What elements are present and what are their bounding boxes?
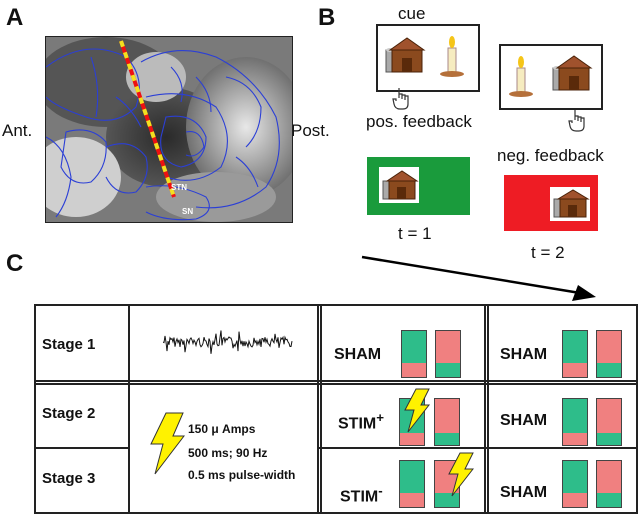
- choice-card: [499, 44, 603, 110]
- table-divider: [34, 383, 638, 385]
- hand-cursor-icon: [392, 88, 409, 110]
- mri-image: STN SN: [45, 36, 293, 223]
- anterior-label: Ant.: [2, 121, 33, 140]
- s1-right-bar-b: [596, 330, 622, 378]
- posterior-label: Post.: [291, 121, 330, 140]
- mri-atlas-overlay: [46, 37, 292, 222]
- barn-icon: [379, 167, 419, 203]
- cue-label: cue: [398, 4, 426, 23]
- table-divider: [320, 304, 322, 514]
- table-divider: [484, 304, 486, 514]
- lightning-bolt-icon: [404, 388, 431, 433]
- t2-label: t = 2: [531, 243, 565, 262]
- stimulation-table: [34, 304, 638, 514]
- stim-minus-label: STIM: [340, 488, 379, 506]
- barn-icon: [552, 55, 593, 91]
- positive-feedback-box: [367, 157, 470, 215]
- candle-icon: [440, 36, 464, 77]
- stim-minus-sign: -: [378, 483, 383, 498]
- candle-icon: [509, 56, 533, 97]
- sn-label: SN: [182, 207, 194, 216]
- panel-c-label: C: [6, 250, 24, 277]
- s1-left-bar-a: [401, 330, 427, 378]
- time-arrow: [361, 255, 596, 301]
- timing-param: 500 ms; 90 Hz: [188, 446, 268, 460]
- s2-left-bar-b: [434, 398, 460, 446]
- table-divider: [34, 447, 128, 449]
- lightning-bolt-icon: [150, 412, 186, 475]
- barn-icon: [385, 37, 426, 73]
- table-divider: [317, 304, 319, 514]
- choice-stimuli: [509, 55, 593, 97]
- s2-right-bar-b: [596, 398, 622, 446]
- s1-right-condition: SHAM: [500, 346, 548, 363]
- table-divider: [487, 304, 489, 514]
- t1-label: t = 1: [398, 224, 432, 243]
- s3-right-bar-b: [596, 460, 622, 508]
- amplitude-unit: μ Amps: [211, 422, 256, 436]
- lightning-bolt-icon: [448, 452, 474, 497]
- table-divider: [317, 447, 638, 449]
- neural-recording-trace: [163, 330, 293, 354]
- stn-label: STN: [171, 183, 187, 192]
- stim-plus-sign: +: [376, 410, 385, 425]
- s2-right-condition: SHAM: [500, 412, 548, 429]
- barn-icon: [550, 187, 590, 221]
- table-divider: [34, 380, 638, 382]
- panel-a-label: A: [6, 4, 24, 31]
- s3-right-condition: SHAM: [500, 484, 548, 501]
- hand-cursor-icon: [568, 110, 585, 132]
- s3-left-condition: STIM-: [340, 483, 383, 506]
- stage-3-label: Stage 3: [42, 470, 96, 487]
- amplitude-value: 150: [188, 422, 209, 436]
- s2-right-bar-a: [562, 398, 588, 446]
- cue-card: [376, 24, 480, 92]
- table-divider: [128, 304, 130, 514]
- panel-b-label: B: [318, 4, 336, 31]
- s2-left-condition: STIM+: [338, 410, 384, 433]
- neg-feedback-label: neg. feedback: [497, 146, 604, 165]
- stage-2-label: Stage 2: [42, 405, 96, 422]
- cue-stimuli: [385, 36, 464, 77]
- s1-left-bar-b: [435, 330, 461, 378]
- negative-feedback-box: [504, 175, 598, 231]
- pos-feedback-label: pos. feedback: [366, 112, 472, 131]
- pulse-param: 0.5 ms pulse-width: [188, 468, 296, 482]
- s1-left-condition: SHAM: [334, 346, 382, 363]
- s3-right-bar-a: [562, 460, 588, 508]
- amplitude-param: 150 μ Amps: [188, 422, 255, 436]
- s1-right-bar-a: [562, 330, 588, 378]
- stage-1-label: Stage 1: [42, 336, 96, 353]
- stim-plus-label: STIM: [338, 415, 377, 433]
- s3-left-bar-a: [399, 460, 425, 508]
